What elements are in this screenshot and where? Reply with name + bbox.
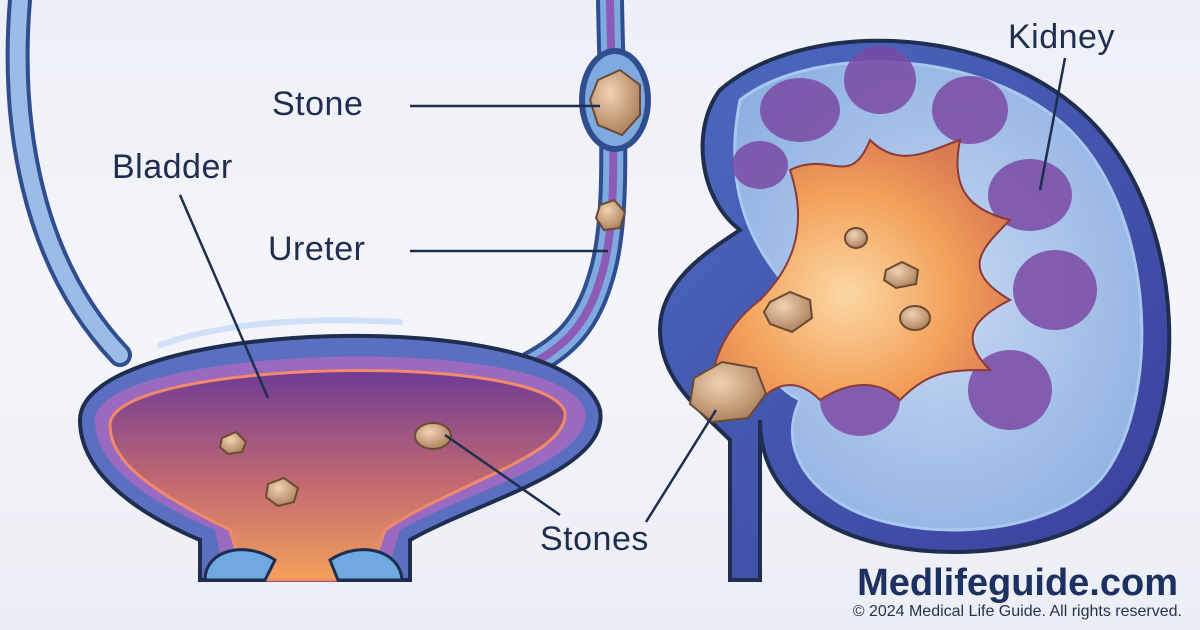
label-kidney: Kidney xyxy=(1008,18,1115,56)
left-ureter xyxy=(5,0,132,367)
ureter-upper-stone xyxy=(588,68,641,137)
leader-bladder xyxy=(178,194,270,399)
ureter-lower-stone xyxy=(594,198,627,232)
label-ureter: Ureter xyxy=(268,230,366,268)
kidney-stone-1 xyxy=(844,227,868,249)
kidney-stone-4 xyxy=(899,305,931,331)
leader-stones-bladder xyxy=(444,433,561,517)
label-stones: Stones xyxy=(540,520,649,558)
brand-watermark: Medlifeguide.com xyxy=(857,562,1178,604)
label-stone: Stone xyxy=(272,85,364,123)
bladder-stone-3 xyxy=(414,422,452,450)
label-bladder: Bladder xyxy=(112,148,233,186)
kidney-stone-3 xyxy=(762,290,814,334)
bladder-stone-1 xyxy=(218,430,248,456)
leader-lines xyxy=(178,57,1067,523)
right-ureter xyxy=(506,0,651,384)
bladder-stone-2 xyxy=(264,476,300,508)
leader-kidney xyxy=(1038,57,1067,191)
copyright-notice: © 2024 Medical Life Guide. All rights re… xyxy=(852,603,1182,620)
bladder-organ xyxy=(77,317,603,582)
leader-stones-kidney xyxy=(644,409,718,523)
kidney-stone-2 xyxy=(882,260,920,290)
ureteropelvic-stone xyxy=(688,360,768,424)
stones xyxy=(218,68,931,508)
